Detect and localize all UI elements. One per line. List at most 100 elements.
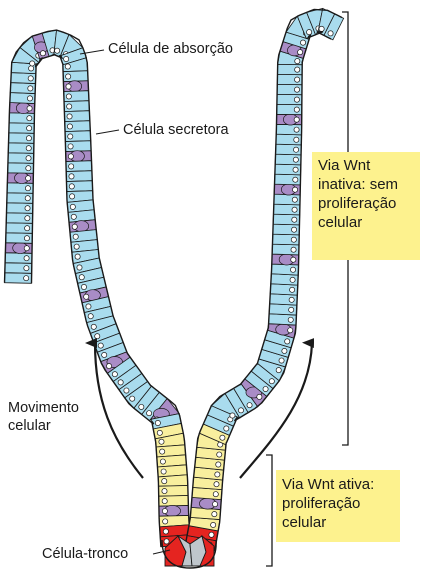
- right-villus-cell-nucleus: [224, 426, 229, 431]
- left-villus-cell-nucleus: [40, 51, 45, 56]
- right-villus-cell-nucleus: [300, 40, 305, 45]
- left-villus-cell-nucleus: [29, 66, 34, 71]
- right-villus-cell-nucleus: [290, 277, 295, 282]
- left-villus-cell-nucleus: [67, 104, 72, 109]
- right-villus-cell-nucleus: [293, 147, 298, 152]
- right-villus-cell-nucleus: [328, 31, 333, 36]
- right-villus-cell-nucleus: [257, 394, 262, 399]
- right-villus-cell-nucleus: [215, 472, 220, 477]
- left-villus-cell-nucleus: [147, 411, 152, 416]
- wnt-active-note: Via Wnt ativa: proliferação celular: [276, 470, 400, 542]
- left-villus-cell-nucleus: [55, 48, 60, 53]
- right-villus-cell-nucleus: [212, 512, 217, 517]
- left-villus-cell-nucleus: [69, 194, 74, 199]
- left-villus-cell-nucleus: [25, 216, 30, 221]
- left-villus-cell-nucleus: [66, 84, 71, 89]
- wnt-active-text: Via Wnt ativa: proliferação celular: [282, 475, 374, 532]
- left-villus-cell-nucleus: [68, 134, 73, 139]
- left-villus-cell-nucleus: [69, 164, 74, 169]
- right-villus-cell-nucleus: [230, 413, 235, 418]
- left-villus-cell-nucleus: [124, 388, 129, 393]
- right-villus-cell-nucleus: [263, 386, 268, 391]
- right-villus-cell-nucleus: [292, 217, 297, 222]
- right-villus-cell-nucleus: [288, 317, 293, 322]
- left-villus-cell-nucleus: [30, 61, 35, 66]
- left-villus-cell-nucleus: [25, 206, 30, 211]
- right-villus-cell-nucleus: [293, 167, 298, 172]
- left-villus-cell-nucleus: [75, 254, 80, 259]
- left-villus-cell-nucleus: [77, 265, 82, 270]
- secretory-cell-label: Célula secretora: [123, 121, 229, 139]
- right-villus-cell-nucleus: [289, 297, 294, 302]
- left-villus-cell-nucleus: [66, 74, 71, 79]
- right-villus-cell-nucleus: [279, 358, 284, 363]
- left-villus-cell-nucleus: [71, 214, 76, 219]
- right-villus-cell-nucleus: [217, 452, 222, 457]
- left-villus-cell-nucleus: [74, 244, 79, 249]
- cell-movement-label: Movimento celular: [8, 399, 79, 435]
- right-villus-cell-nucleus: [247, 403, 252, 408]
- left-villus-cell-nucleus: [88, 314, 93, 319]
- left-villus-cell-nucleus: [28, 76, 33, 81]
- right-villus-cell-nucleus: [291, 247, 296, 252]
- left-villus-cell-nucleus: [69, 184, 74, 189]
- left-villus-cell-nucleus: [68, 144, 73, 149]
- left-villus-cell-nucleus: [68, 154, 73, 159]
- left-villus-cell-nucleus: [155, 420, 160, 425]
- left-villus-cell-nucleus: [161, 469, 166, 474]
- left-villus-cell-nucleus: [162, 488, 167, 493]
- right-villus-cell-nucleus: [209, 532, 214, 537]
- left-villus-cell-nucleus: [26, 166, 31, 171]
- left-villus-cell-nucleus: [106, 363, 111, 368]
- right-villus-cell-nucleus: [282, 348, 287, 353]
- right-villus-cell-nucleus: [297, 50, 302, 55]
- left-villus-cell-nucleus: [118, 380, 123, 385]
- left-villus-cell-nucleus: [162, 479, 167, 484]
- right-villus-cell-nucleus: [214, 482, 219, 487]
- right-villus-cell-nucleus: [294, 107, 299, 112]
- right-villus-cell-nucleus: [294, 117, 299, 122]
- right-villus-cell-nucleus: [290, 267, 295, 272]
- right-villus-cell-nucleus: [285, 339, 290, 344]
- left-villus-cell-nucleus: [159, 439, 164, 444]
- right-villus-cell-nucleus: [307, 30, 312, 35]
- wnt-inactive-text: Via Wnt inativa: sem proliferação celula…: [318, 156, 398, 232]
- right-villus-cell-nucleus: [269, 379, 274, 384]
- left-villus-cell-nucleus: [70, 204, 75, 209]
- right-villus-cell-nucleus: [294, 87, 299, 92]
- left-villus-cell-nucleus: [160, 459, 165, 464]
- left-villus-cell-nucleus: [24, 276, 29, 281]
- right-villus-cell-nucleus: [294, 127, 299, 132]
- right-villus-cell-nucleus: [295, 77, 300, 82]
- left-villus-cell-nucleus: [27, 106, 32, 111]
- right-villus-cell-nucleus: [291, 257, 296, 262]
- left-villus-cell-nucleus: [79, 275, 84, 280]
- left-villus-cell-nucleus: [72, 224, 77, 229]
- wnt-inactive-note: Via Wnt inativa: sem proliferação celula…: [312, 152, 420, 260]
- left-villus-cell-nucleus: [67, 124, 72, 129]
- absorption-cell-label: Célula de absorção: [108, 40, 233, 58]
- left-villus-cell-nucleus: [139, 404, 144, 409]
- left-villus-cell-nucleus: [25, 186, 30, 191]
- left-villus-cell-nucleus: [160, 449, 165, 454]
- left-villus-cell-nucleus: [27, 96, 32, 101]
- left-villus-cell-nucleus: [64, 56, 69, 61]
- left-villus-cell-nucleus: [95, 334, 100, 339]
- left-villus-cell-nucleus: [24, 256, 29, 261]
- right-villus-cell-nucleus: [276, 368, 281, 373]
- right-villus-cell-nucleus: [292, 187, 297, 192]
- wnt-active-bracket: [266, 455, 272, 566]
- left-villus-cell-nucleus: [25, 196, 30, 201]
- left-villus-cell-nucleus: [73, 234, 78, 239]
- left-villus-cell-nucleus: [67, 114, 72, 119]
- right-villus-cell-nucleus: [292, 197, 297, 202]
- left-villus-cell-nucleus: [164, 539, 169, 544]
- left-villus-cell-nucleus: [26, 146, 31, 151]
- left-villus-cell-nucleus: [162, 508, 167, 513]
- left-villus-cell-nucleus: [130, 396, 135, 401]
- left-villus-cell-nucleus: [98, 343, 103, 348]
- stem-cell-label: Célula-tronco: [42, 545, 128, 563]
- left-villus-cell-nucleus: [28, 86, 33, 91]
- right-villus-cell-nucleus: [220, 435, 225, 440]
